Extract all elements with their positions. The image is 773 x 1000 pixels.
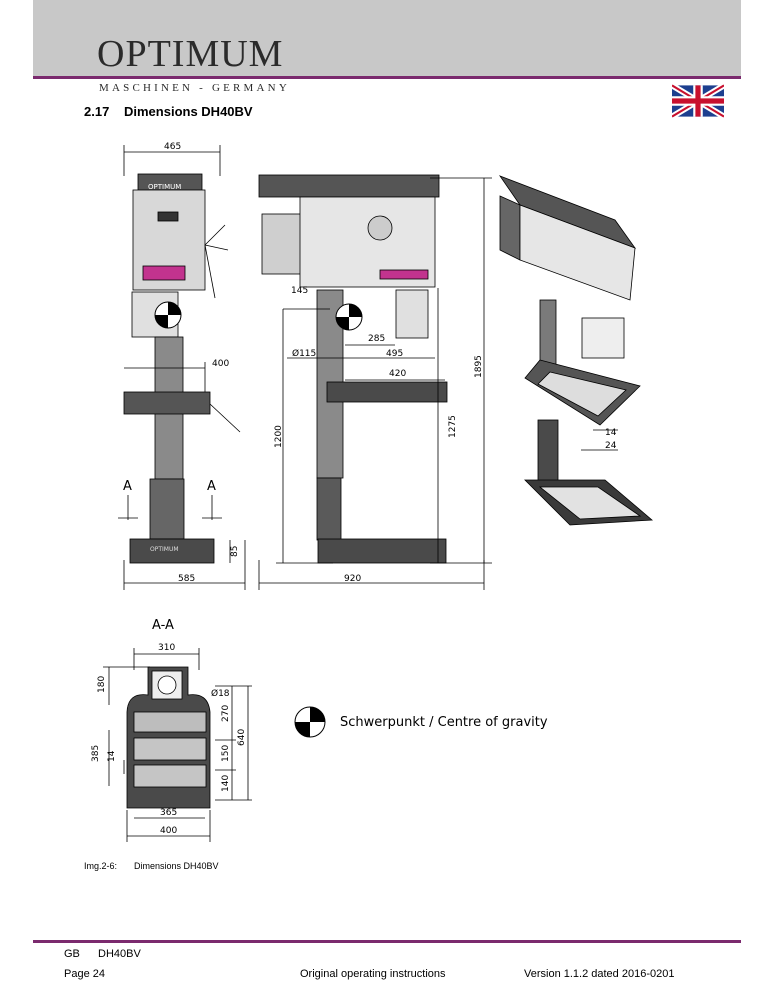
dim-iso-24: 24 [605, 441, 617, 451]
dim-plan-dia18: Ø18 [211, 688, 230, 699]
dim-iso-14: 14 [605, 428, 617, 438]
dim-plan-150: 150 [221, 745, 231, 762]
header-band [33, 0, 741, 77]
side-view [258, 174, 492, 590]
dim-plan-14: 14 [107, 750, 117, 762]
footer-rule [33, 940, 741, 943]
dim-side-1200: 1200 [274, 425, 284, 448]
dim-side-1275: 1275 [448, 415, 458, 438]
front-gravity-marker [154, 301, 182, 329]
footer-model: DH40BV [98, 948, 141, 960]
front-view [118, 145, 246, 590]
footer-page: Page 24 [64, 968, 105, 980]
dim-plan-310: 310 [158, 643, 175, 653]
caption-label: Img.2-6: [84, 861, 118, 871]
dim-plan-180: 180 [97, 676, 107, 693]
dim-side-dia115: Ø115 [292, 348, 316, 359]
brand-logo: OPTIMUM [97, 33, 284, 75]
dim-front-table: 400 [212, 359, 229, 369]
dim-side-285: 285 [368, 334, 385, 344]
dim-side-495: 495 [386, 349, 403, 359]
dimension-drawing: 465 400 85 585 A A OPTIMUM OPTIMUM 145 2… [91, 142, 654, 842]
footer-version: Version 1.1.2 dated 2016-0201 [524, 968, 675, 980]
section-heading: 2.17 Dimensions DH40BV [84, 104, 253, 119]
section-number: 2.17 [84, 104, 110, 119]
dim-front-base-height: 85 [230, 546, 240, 557]
union-jack-flag-icon [672, 84, 724, 118]
plan-view-a-a [103, 648, 252, 842]
dim-side-145: 145 [291, 286, 308, 296]
side-gravity-marker [335, 303, 363, 331]
dim-plan-385: 385 [91, 745, 101, 762]
head-brand-text: OPTIMUM [148, 183, 181, 191]
dim-front-base-width: 585 [178, 574, 195, 584]
centre-of-gravity-icon [294, 706, 326, 738]
footer-doc: Original operating instructions [300, 968, 446, 980]
figure-caption: Img.2-6: Dimensions DH40BV [84, 861, 219, 871]
header-rule [33, 76, 741, 79]
footer-lang: GB [64, 948, 80, 960]
section-mark-left: A [123, 479, 132, 494]
dim-plan-140: 140 [221, 775, 231, 792]
dim-front-width: 465 [164, 142, 181, 152]
isometric-view [498, 175, 654, 526]
dim-plan-270: 270 [221, 705, 231, 722]
dim-side-1895: 1895 [474, 355, 484, 378]
dim-plan-365: 365 [160, 808, 177, 818]
legend-text: Schwerpunkt / Centre of gravity [340, 715, 548, 730]
dim-side-920: 920 [344, 574, 361, 584]
dim-plan-400: 400 [160, 826, 177, 836]
caption-text: Dimensions DH40BV [134, 861, 219, 871]
dim-side-420: 420 [389, 369, 406, 379]
section-title: Dimensions DH40BV [124, 104, 253, 119]
plan-title: A-A [152, 618, 174, 633]
brand-subtitle: MASCHINEN - GERMANY [99, 82, 290, 94]
section-mark-right: A [207, 479, 216, 494]
base-brand-text: OPTIMUM [150, 546, 179, 553]
dim-plan-640: 640 [237, 729, 247, 746]
